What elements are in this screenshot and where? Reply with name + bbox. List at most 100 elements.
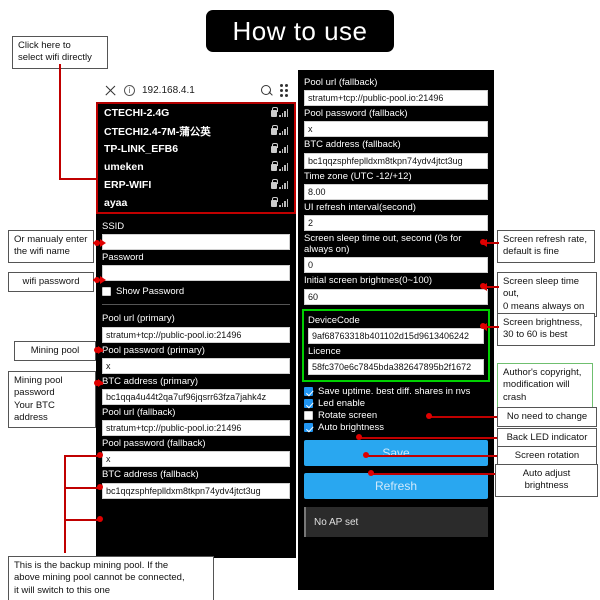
device-licence-group: DeviceCode 9af68763318b401102d15d9613406… <box>302 308 490 383</box>
arrow-mining-pool-password <box>98 379 104 387</box>
wifi-list-item[interactable]: CTECHI-2.4G <box>98 104 294 122</box>
close-icon[interactable] <box>104 84 117 97</box>
right-settings-form: Pool url (fallback) stratum+tcp://public… <box>298 70 494 545</box>
connector-back-led <box>360 437 497 439</box>
pool-password-primary-label: Pool password (primary) <box>102 344 205 356</box>
btc-address-fallback-label: BTC address (fallback) <box>102 469 199 481</box>
connector-rotation <box>367 455 497 457</box>
wifi-ssid-label: ayaa <box>104 197 128 209</box>
r-btc-address-fallback-label: BTC address (fallback) <box>304 139 401 151</box>
callout-no-change: No need to change <box>497 407 597 428</box>
wifi-list-item[interactable]: ERP-WIFI <box>98 176 294 194</box>
lock-icon <box>271 179 278 189</box>
r-pool-password-fallback-input[interactable]: x <box>304 121 488 138</box>
option-checkbox-row[interactable]: Auto brightness <box>304 422 488 433</box>
callout-backup-pool: This is the backup mining pool. If the a… <box>8 556 214 600</box>
device-code-input[interactable]: 9af68763318b401102d15d9613406242 <box>308 327 484 344</box>
ui-refresh-label: UI refresh interval(second) <box>304 201 416 213</box>
option-checkbox[interactable] <box>304 423 313 433</box>
option-checkbox-row[interactable]: Save uptime. best diff. shares in nvs <box>304 386 488 397</box>
option-checkbox-row[interactable]: Led enable <box>304 398 488 409</box>
wifi-ssid-label: CTECHI-2.4G <box>104 107 170 119</box>
page-title: How to use <box>232 15 368 46</box>
btc-address-primary-input[interactable]: bc1qqa4u44t2qa7uf96jqsrr63fza7jahk4z <box>102 389 290 406</box>
search-icon[interactable] <box>260 84 273 97</box>
page-title-banner: How to use <box>206 10 394 52</box>
signal-bars-icon <box>279 127 288 135</box>
pool-password-fallback-input[interactable]: x <box>102 451 290 468</box>
pool-password-primary-input[interactable]: x <box>102 357 290 374</box>
pool-url-primary-input[interactable]: stratum+tcp://public-pool.io:21496 <box>102 326 290 343</box>
pool-url-fallback-input[interactable]: stratum+tcp://public-pool.io:21496 <box>102 420 290 437</box>
dot-backup-1 <box>97 452 103 458</box>
brightness-label: Initial screen brightnes(0~100) <box>304 275 433 287</box>
btc-address-primary-label: BTC address (primary) <box>102 375 199 387</box>
browser-bar: i 192.168.4.1 <box>96 78 296 104</box>
arrow-manual-ssid <box>100 239 106 247</box>
right-phone-panel: Pool url (fallback) stratum+tcp://public… <box>298 70 494 590</box>
option-checkbox[interactable] <box>304 399 313 409</box>
info-icon[interactable]: i <box>124 84 135 96</box>
screen-sleep-label: Screen sleep time out, second (0s for al… <box>304 233 462 256</box>
screen-sleep-input[interactable]: 0 <box>304 257 488 274</box>
refresh-button[interactable]: Refresh <box>304 473 488 500</box>
wifi-list-item[interactable]: TP-LINK_EFB6 <box>98 140 294 158</box>
wifi-status-icons <box>271 107 288 117</box>
signal-bars-icon <box>279 145 288 153</box>
option-checkbox-row[interactable]: Rotate screen <box>304 410 488 421</box>
signal-bars-icon <box>279 181 288 189</box>
show-password-label: Show Password <box>116 286 185 298</box>
r-btc-address-fallback-input[interactable]: bc1qqzsphfeplldxm8tkpn74ydv4jtct3ug <box>304 152 488 169</box>
wifi-list-item[interactable]: umeken <box>98 158 294 176</box>
wifi-list-item[interactable]: ayaa <box>98 194 294 212</box>
licence-label: Licence <box>308 345 341 357</box>
left-settings-form: SSID Password Show Password Pool url (pr… <box>96 214 296 507</box>
option-checkbox[interactable] <box>304 387 313 397</box>
connector-backup-pool-t1 <box>64 455 98 457</box>
callout-back-led: Back LED indicator <box>497 428 597 449</box>
show-password-checkbox[interactable] <box>102 287 111 297</box>
signal-bars-icon <box>279 163 288 171</box>
ap-status-box: No AP set <box>304 507 488 538</box>
option-checkbox-label: Save uptime. best diff. shares in nvs <box>318 386 471 398</box>
url-text[interactable]: 192.168.4.1 <box>142 84 195 96</box>
connector-no-change <box>429 416 497 418</box>
wifi-status-icons <box>271 179 288 189</box>
dot-rotation <box>363 452 369 458</box>
dot-ui-refresh <box>480 239 486 245</box>
btc-address-fallback-input[interactable]: bc1qqzsphfeplldxm8tkpn74ydv4jtct3ug <box>102 482 290 499</box>
signal-bars-icon <box>279 199 288 207</box>
password-input[interactable] <box>102 265 290 282</box>
arrow-mining-pool <box>98 346 104 354</box>
show-password-row[interactable]: Show Password <box>102 286 290 297</box>
connector-backup-pool-t2 <box>64 487 98 489</box>
timezone-input[interactable]: 8.00 <box>304 183 488 200</box>
wifi-status-icons <box>271 125 288 135</box>
wifi-list-item[interactable]: CTECHI2.4-7M-蒲公英 <box>98 122 294 140</box>
dot-no-change <box>426 413 432 419</box>
dot-backup-3 <box>97 516 103 522</box>
save-button[interactable]: Save <box>304 440 488 467</box>
connector-backup-pool-t3 <box>64 519 98 521</box>
callout-wifi-password: wifi password <box>8 272 94 293</box>
wifi-ssid-label: umeken <box>104 161 144 173</box>
ssid-input[interactable] <box>102 234 290 251</box>
option-checkbox[interactable] <box>304 411 313 421</box>
ssid-label: SSID <box>102 221 125 232</box>
brightness-input[interactable]: 60 <box>304 288 488 305</box>
r-pool-url-fallback-input[interactable]: stratum+tcp://public-pool.io:21496 <box>304 90 488 107</box>
connector-screen-sleep <box>487 286 499 288</box>
grid-menu-icon[interactable] <box>280 83 288 97</box>
ui-refresh-input[interactable]: 2 <box>304 215 488 232</box>
connector-backup-pool-v <box>64 455 66 553</box>
callout-mining-pool-password: Mining pool password Your BTC address <box>8 371 96 429</box>
dot-backup-2 <box>97 484 103 490</box>
licence-input[interactable]: 58fc370e6c7845bda382647895b2f1672 <box>308 359 484 376</box>
arrow-wifi-password <box>100 276 106 284</box>
dot-back-led <box>356 434 362 440</box>
pool-password-fallback-label: Pool password (fallback) <box>102 438 206 450</box>
callout-copyright: Author's copyright, modification will cr… <box>497 363 593 409</box>
dot-brightness <box>480 323 486 329</box>
